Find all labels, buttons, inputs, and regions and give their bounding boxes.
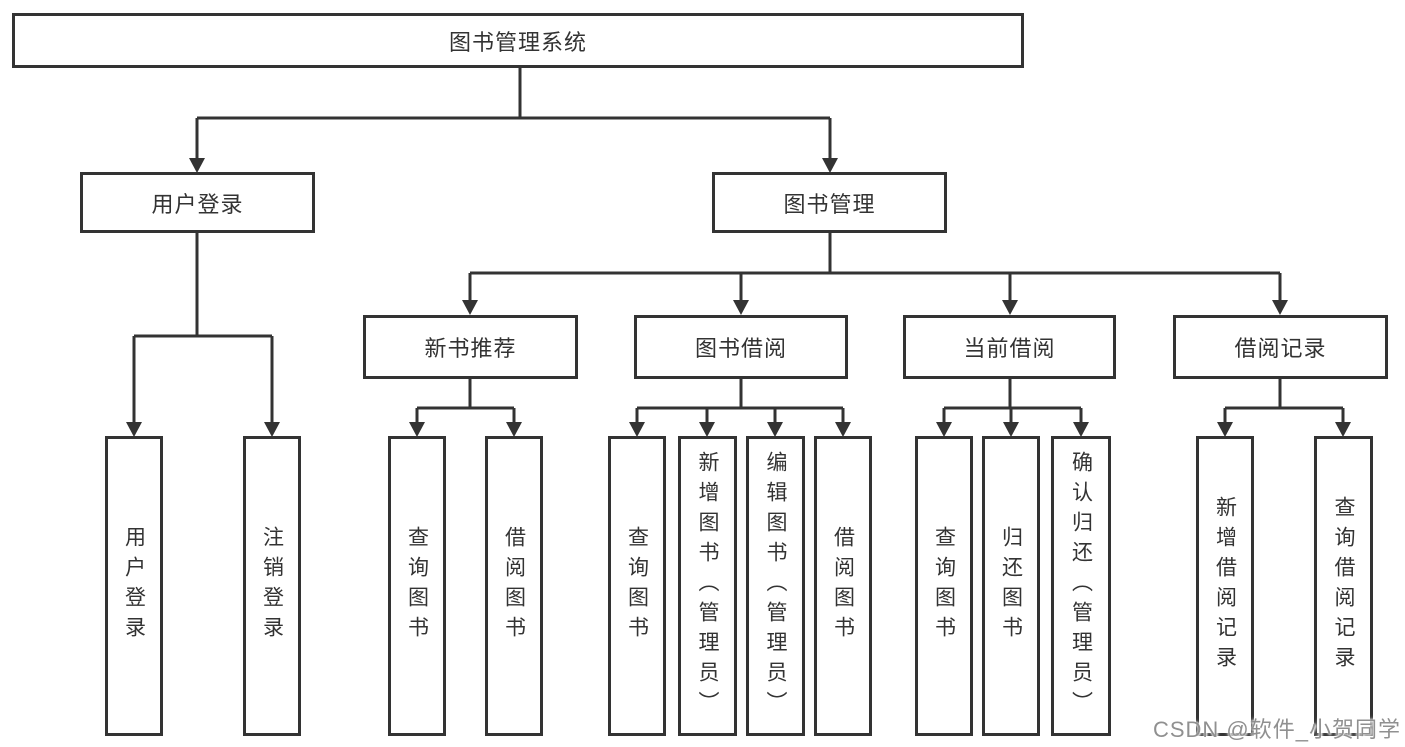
leaf-logout-label: 注销登录 xyxy=(260,526,284,646)
leaf-bb-borrow-books: 借阅图书 xyxy=(814,436,872,736)
leaf-bb-edit-books-label: 编辑图书（管理员） xyxy=(764,451,787,721)
node-book-management: 图书管理 xyxy=(712,172,947,233)
leaf-nb-borrow-books: 借阅图书 xyxy=(485,436,543,736)
leaf-user-login: 用户登录 xyxy=(105,436,163,736)
leaf-cb-return-books: 归还图书 xyxy=(982,436,1040,736)
leaf-bb-query-books-label: 查询图书 xyxy=(625,526,649,646)
node-root-label: 图书管理系统 xyxy=(448,29,587,55)
leaf-cb-confirm-return-label: 确认归还（管理员） xyxy=(1069,451,1093,721)
node-user-login-label: 用户登录 xyxy=(151,191,244,217)
leaf-bb-add-books: 新增图书（管理员） xyxy=(678,436,737,736)
leaf-nb-query-books-label: 查询图书 xyxy=(405,526,429,646)
leaf-bb-edit-books: 编辑图书（管理员） xyxy=(746,436,805,736)
leaf-nb-query-books: 查询图书 xyxy=(388,436,446,736)
node-current-borrowing: 当前借阅 xyxy=(903,315,1116,379)
leaf-br-query-record: 查询借阅记录 xyxy=(1314,436,1373,736)
leaf-br-query-record-label: 查询借阅记录 xyxy=(1332,496,1355,676)
node-new-book-recommend: 新书推荐 xyxy=(363,315,578,379)
leaf-cb-query-books-label: 查询图书 xyxy=(932,526,956,646)
node-borrowing-records: 借阅记录 xyxy=(1173,315,1388,379)
leaf-bb-add-books-label: 新增图书（管理员） xyxy=(696,451,719,721)
leaf-bb-query-books: 查询图书 xyxy=(608,436,666,736)
node-root: 图书管理系统 xyxy=(12,13,1024,68)
leaf-cb-query-books: 查询图书 xyxy=(915,436,973,736)
node-borrowing-records-label: 借阅记录 xyxy=(1234,336,1327,361)
node-book-borrowing-label: 图书借阅 xyxy=(694,336,787,361)
node-current-borrowing-label: 当前借阅 xyxy=(963,336,1056,361)
node-book-borrowing: 图书借阅 xyxy=(634,315,848,379)
leaf-cb-confirm-return: 确认归还（管理员） xyxy=(1051,436,1111,736)
leaf-logout: 注销登录 xyxy=(243,436,301,736)
leaf-user-login-label: 用户登录 xyxy=(122,526,146,646)
node-new-book-recommend-label: 新书推荐 xyxy=(424,336,517,361)
node-user-login: 用户登录 xyxy=(80,172,315,233)
csdn-watermark: CSDN @软件_小贺同学 xyxy=(1152,717,1401,742)
leaf-br-add-record-label: 新增借阅记录 xyxy=(1213,496,1237,676)
leaf-nb-borrow-books-label: 借阅图书 xyxy=(502,526,526,646)
leaf-br-add-record: 新增借阅记录 xyxy=(1196,436,1254,736)
leaf-bb-borrow-books-label: 借阅图书 xyxy=(831,526,855,646)
leaf-cb-return-books-label: 归还图书 xyxy=(999,526,1023,646)
node-book-management-label: 图书管理 xyxy=(783,191,876,217)
